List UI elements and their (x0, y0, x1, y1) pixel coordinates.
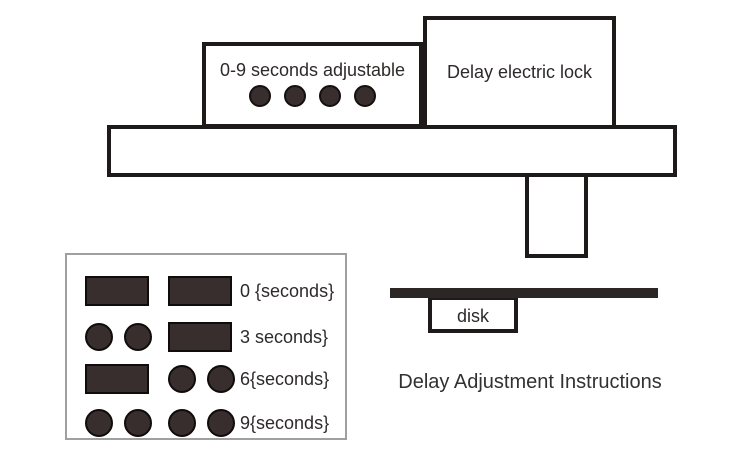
switch-rect (168, 276, 232, 306)
delay-settings-legend: 0 {seconds} 3 seconds} 6{seconds} 9{seco… (65, 253, 347, 440)
legend-row-label: 9{seconds} (240, 412, 330, 433)
lock-bolt-rect (525, 173, 588, 258)
legend-row: 6{seconds} (85, 364, 329, 394)
legend-row-label: 0 {seconds} (240, 280, 335, 301)
legend-row-label: 3 seconds} (240, 326, 329, 347)
legend-row-label: 6{seconds} (240, 368, 330, 389)
switch-circle (168, 365, 196, 393)
switch-circle (168, 409, 196, 437)
switch-group-left (85, 364, 150, 394)
switch-group-left (85, 276, 150, 306)
delay-electric-lock-label: Delay electric lock (446, 62, 593, 82)
dip-switch-dot (319, 85, 341, 107)
dip-switch-dots (249, 85, 376, 107)
switch-circle (207, 365, 235, 393)
switch-group-left (85, 409, 152, 437)
disk-label: disk (456, 306, 489, 326)
switch-rect (85, 364, 149, 394)
delay-electric-lock-box: Delay electric lock (423, 16, 616, 129)
switch-circle (124, 409, 152, 437)
timer-adjuster-label: 0-9 seconds adjustable (219, 60, 406, 80)
timer-adjuster-box: 0-9 seconds adjustable (202, 42, 423, 128)
dip-switch-dot (354, 85, 376, 107)
disk-box: disk (428, 296, 518, 333)
diagram-caption: Delay Adjustment Instructions (398, 371, 662, 393)
legend-row: 0 {seconds} (85, 276, 334, 306)
legend-row: 3 seconds} (85, 322, 328, 352)
lock-body-bar (107, 125, 677, 177)
switch-group-left (85, 323, 152, 351)
switch-rect (168, 322, 232, 352)
switch-circle (124, 323, 152, 351)
switch-group-right (168, 365, 235, 393)
switch-circle (85, 323, 113, 351)
switch-circle (85, 409, 113, 437)
switch-group-right (168, 409, 235, 437)
switch-rect (85, 276, 149, 306)
switch-group-right (168, 322, 233, 352)
switch-circle (207, 409, 235, 437)
dip-switch-dot (284, 85, 306, 107)
dip-switch-dot (249, 85, 271, 107)
strike-plate-bar (390, 288, 658, 298)
legend-row: 9{seconds} (85, 408, 329, 438)
switch-group-right (168, 276, 233, 306)
